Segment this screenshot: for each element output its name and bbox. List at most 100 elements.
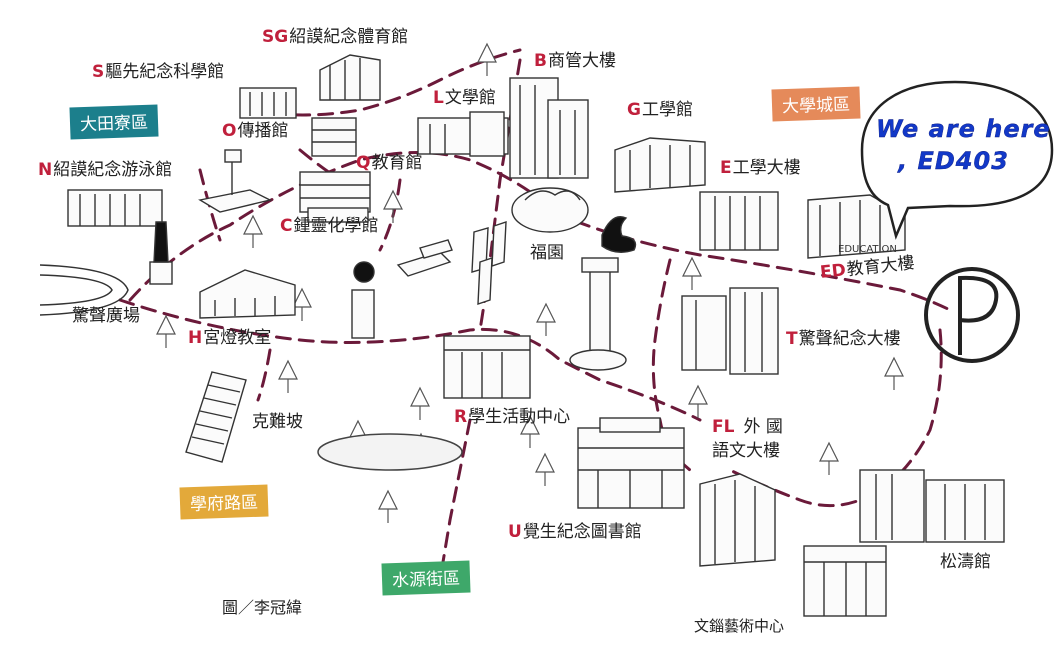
label-o: O傳播館 xyxy=(222,121,289,142)
speech-bubble xyxy=(860,80,1054,240)
label-fl: FL 外 國 xyxy=(712,417,783,438)
bubble-text: We are here , ED403 xyxy=(876,113,1051,178)
name-e: 工學大樓 xyxy=(732,158,801,178)
code-t: T xyxy=(786,329,798,349)
code-sg: SG xyxy=(262,27,289,47)
c-building-sketch xyxy=(307,207,369,223)
name-c: 鍾靈化學館 xyxy=(293,216,379,236)
square-arcs xyxy=(39,264,129,316)
label-kenan-slope: 克難坡 xyxy=(252,412,303,432)
label-wenxi: 文錙藝術中心 xyxy=(694,617,785,635)
svg-text:EDUCATION: EDUCATION xyxy=(838,244,897,255)
walking-paths xyxy=(118,48,952,582)
map-credit: 圖／李冠緯 xyxy=(222,598,303,617)
label-n: N紹謨紀念游泳館 xyxy=(38,160,173,181)
code-e: E xyxy=(720,158,732,178)
code-q: Q xyxy=(356,153,371,173)
pond xyxy=(317,433,463,471)
name-n: 紹謨紀念游泳館 xyxy=(53,160,173,180)
label-e: E工學大樓 xyxy=(720,158,801,179)
q-building-sketch xyxy=(299,171,371,213)
name-b: 商管大樓 xyxy=(547,51,616,71)
fuyuan-sketch xyxy=(511,187,589,233)
name-fl: 外 國 xyxy=(743,417,783,437)
code-n: N xyxy=(38,160,53,180)
zone-daxuecheng: 大學城區 xyxy=(771,86,861,122)
stairs-sketch xyxy=(185,371,247,463)
label-jingsheng-square: 驚聲廣場 xyxy=(72,306,140,326)
code-ed: ED xyxy=(819,260,847,283)
tree xyxy=(884,356,904,390)
n-building-sketch xyxy=(67,189,163,227)
code-r: R xyxy=(454,407,468,427)
zone-shuiyuan: 水源街區 xyxy=(381,560,471,596)
sg-building-sketch xyxy=(319,54,381,101)
label-sg: SG紹謨紀念體育館 xyxy=(262,27,409,48)
code-o: O xyxy=(222,121,237,141)
code-s: S xyxy=(92,62,105,82)
tree xyxy=(243,214,263,248)
label-l: L文學館 xyxy=(433,88,496,109)
name-l: 文學館 xyxy=(444,88,496,108)
tree xyxy=(410,386,430,420)
court-sketch xyxy=(198,149,273,213)
tree xyxy=(292,287,312,321)
l-building-sketch xyxy=(417,111,509,157)
building-sketches: EDUCATION xyxy=(67,54,1005,617)
bubble-line1: We are here xyxy=(876,115,1051,143)
zone-xuefu: 學府路區 xyxy=(179,484,269,520)
label-c: C鍾靈化學館 xyxy=(280,216,379,237)
name-h: 宮燈教室 xyxy=(203,328,272,348)
wenxi-sketch xyxy=(803,545,887,617)
label-songtao: 松濤館 xyxy=(940,552,991,572)
tree xyxy=(378,489,398,523)
name-q: 教育館 xyxy=(371,153,423,173)
bubble-line2: , ED403 xyxy=(898,147,1009,176)
tree xyxy=(819,441,839,475)
b-building-sketch xyxy=(509,77,589,179)
label-g: G工學館 xyxy=(627,100,693,121)
tree xyxy=(383,189,403,223)
tree xyxy=(520,414,540,448)
code-c: C xyxy=(280,216,293,236)
name-sg: 紹謨紀念體育館 xyxy=(289,27,409,47)
tree xyxy=(156,314,176,348)
h-building-sketch xyxy=(199,269,296,319)
statue-sketch xyxy=(149,221,173,285)
stone-tablets-sketch xyxy=(396,239,453,277)
name-g: 工學館 xyxy=(641,100,693,120)
s-building-sketch xyxy=(239,87,297,119)
code-l: L xyxy=(433,88,444,108)
tree xyxy=(688,384,708,418)
u-building-sketch xyxy=(577,417,685,509)
tower-sketch xyxy=(569,257,627,371)
label-t: T驚聲紀念大樓 xyxy=(786,329,901,350)
name-u: 覺生紀念圖書館 xyxy=(522,522,642,542)
label-fuyuan: 福園 xyxy=(530,243,564,263)
name-o: 傳播館 xyxy=(237,121,289,141)
tiles-sketch xyxy=(471,221,507,305)
zone-datian: 大田寮區 xyxy=(69,104,159,140)
name-fl-line2: 語文大樓 xyxy=(712,441,780,461)
name-s: 驅先紀念科學館 xyxy=(105,62,225,82)
code-b: B xyxy=(534,51,547,71)
code-h: H xyxy=(188,328,203,348)
g-building-sketch xyxy=(614,137,706,193)
r-building-sketch xyxy=(443,335,531,399)
label-h: H宮燈教室 xyxy=(188,328,272,349)
tree xyxy=(278,359,298,393)
label-s: S驅先紀念科學館 xyxy=(92,62,225,83)
p-marker xyxy=(924,267,1020,363)
label-b: B商管大樓 xyxy=(534,51,616,72)
label-fl-line2: 語文大樓 xyxy=(712,441,780,462)
e-building-sketch xyxy=(699,191,779,251)
code-g: G xyxy=(627,100,641,120)
statue2-sketch xyxy=(351,261,375,339)
label-q: Q教育館 xyxy=(356,153,423,174)
label-r: R學生活動中心 xyxy=(454,407,570,428)
tree xyxy=(535,452,555,486)
ed-building-sketch: EDUCATION xyxy=(807,194,906,259)
code-fl: FL xyxy=(712,417,735,437)
label-u: U覺生紀念圖書館 xyxy=(508,522,642,543)
